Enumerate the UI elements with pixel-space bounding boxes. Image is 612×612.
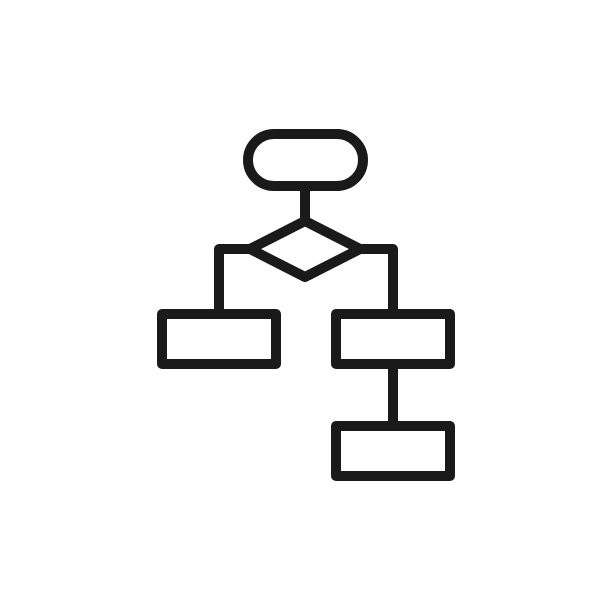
right-process-node [331, 309, 455, 369]
left-process-node [157, 309, 281, 369]
connector-decision-to-left [214, 244, 250, 314]
connector-decision-to-right [360, 244, 398, 314]
terminal-node [243, 129, 368, 191]
decision-node [245, 216, 365, 282]
bottom-process-node [331, 421, 455, 481]
